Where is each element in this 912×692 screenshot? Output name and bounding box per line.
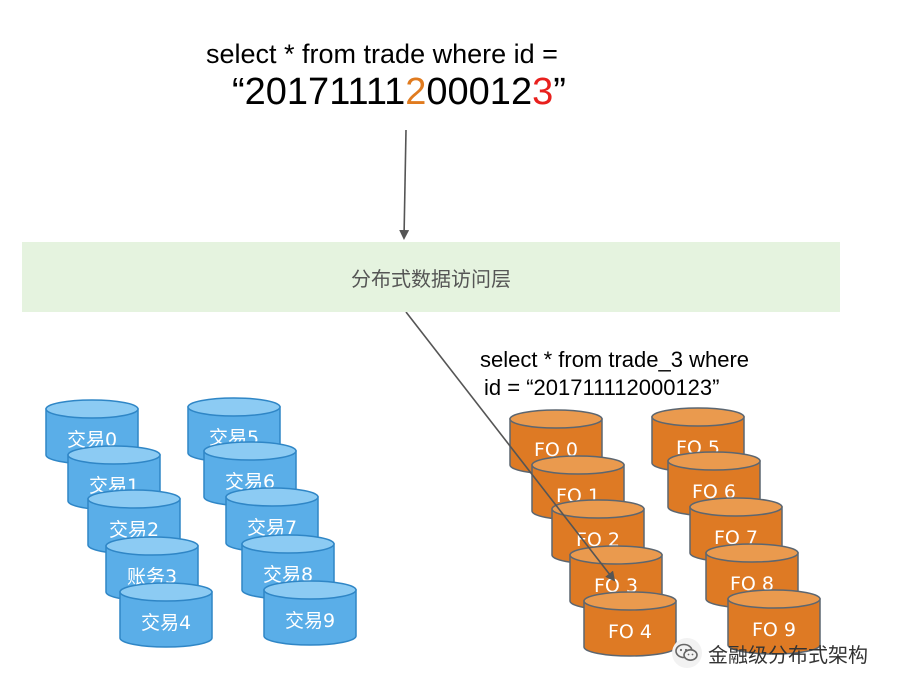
left-db-top [105,536,199,556]
left-db-top [45,399,139,419]
right-db-body [727,598,821,655]
query-id-prefix: “20171111 [232,71,406,113]
right-db-top [569,545,663,565]
left-db-9: 交易9 [263,580,357,646]
right-db-group: FO 5FO 6FO 7FO 8FO 9FO 0FO 1FO 2FO 3FO 4 [509,407,821,657]
left-db-top [187,397,281,417]
arrow-layer-to-shard [405,311,616,582]
query-id-middle: 00012 [426,71,533,113]
left-db-top [119,582,213,602]
right-db-top [551,499,645,519]
right-db-top [727,589,821,609]
left-db-top [263,580,357,600]
left-db-top [87,489,181,509]
right-db-label: FO 4 [608,621,652,643]
right-db-top [689,497,783,517]
right-db-top [667,451,761,471]
right-db-top [531,455,625,475]
watermark: 金融级分布式架构 [672,638,868,668]
left-db-top [241,534,335,554]
left-db-body [263,589,357,646]
right-db-label: FO 9 [752,619,796,641]
left-db-label: 交易4 [141,612,191,634]
query-id-suffix: ” [553,71,566,113]
right-db-top [509,409,603,429]
wechat-icon [672,638,702,668]
right-db-top [705,543,799,563]
left-db-label: 交易7 [247,517,297,539]
right-db-top [651,407,745,427]
right-db-top [583,591,677,611]
distributed-data-access-layer: 分布式数据访问层 [22,242,840,312]
left-db-label: 交易9 [285,610,335,632]
left-db-label: 交易2 [109,519,159,541]
query-top-line1: select * from trade where id = [206,39,558,69]
routed-query-line1: select * from trade_3 where [480,347,750,372]
left-db-top [67,445,161,465]
query-id-highlight-1: 2 [405,71,427,113]
right-db-4: FO 4 [583,591,677,657]
query-top-line2: “201711112000123” [232,70,566,114]
query-id-highlight-2: 3 [532,71,554,113]
routed-query: select * from trade_3 where id = “201711… [480,346,749,402]
routed-query-line2: id = “201711112000123” [484,375,720,400]
left-db-top [203,441,297,461]
right-db-9: FO 9 [727,589,821,655]
left-db-4: 交易4 [119,582,213,648]
left-db-top [225,487,319,507]
layer-label: 分布式数据访问层 [351,266,511,291]
left-db-body [119,591,213,648]
arrow-query-to-layer [399,129,410,240]
watermark-label: 金融级分布式架构 [708,642,868,667]
